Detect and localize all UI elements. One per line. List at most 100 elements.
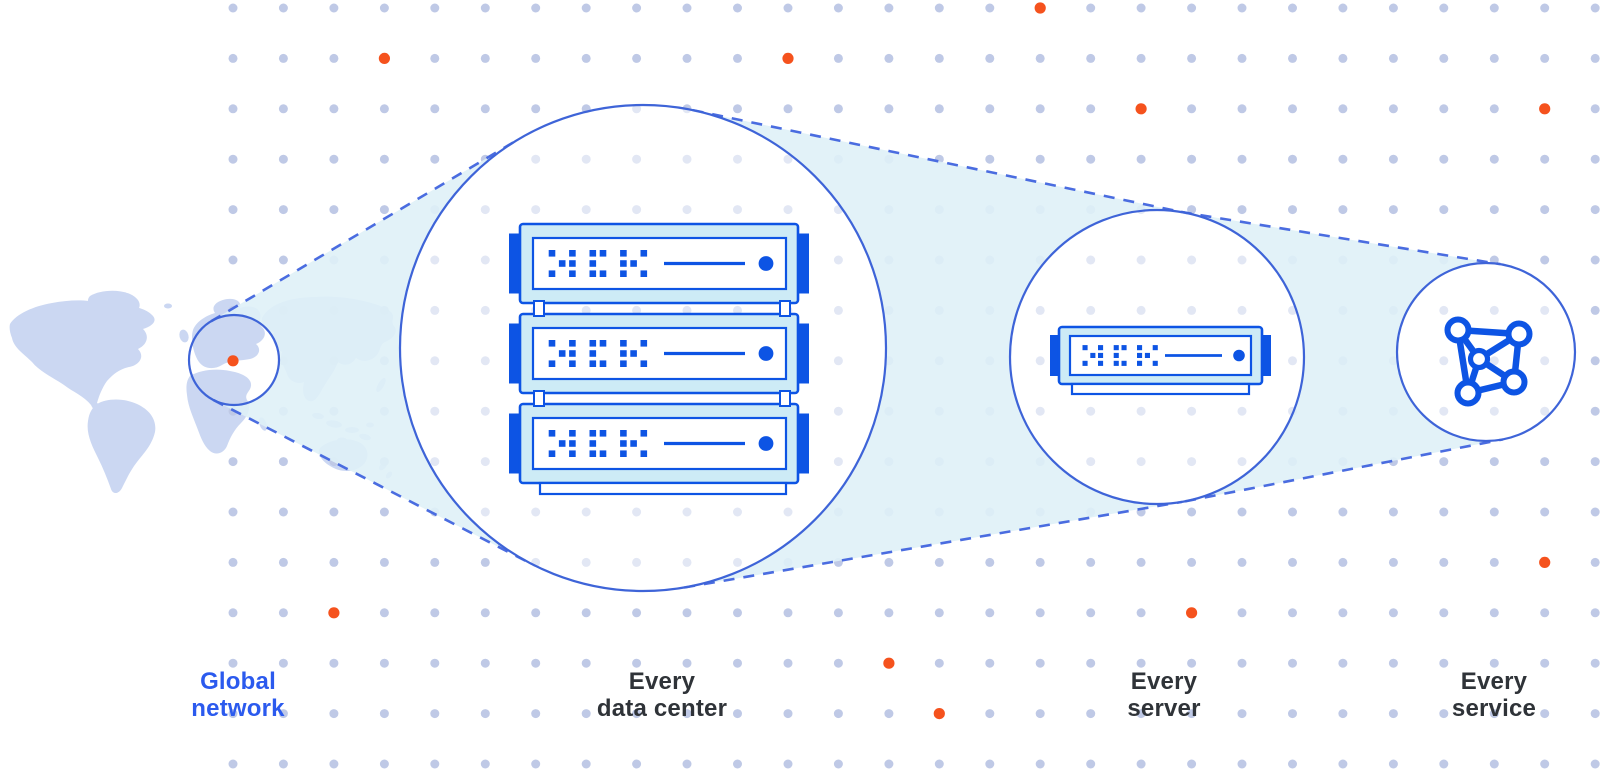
grid-dot <box>329 557 339 567</box>
accent-dot <box>1539 103 1551 115</box>
grid-dot <box>1388 658 1398 668</box>
led-square <box>620 340 627 347</box>
led-square <box>1098 345 1104 351</box>
grid-dot <box>1338 205 1348 215</box>
grid-dot <box>278 658 288 668</box>
grid-dot <box>1338 658 1348 668</box>
led-square <box>640 250 648 257</box>
grid-dot <box>1187 507 1197 517</box>
grid-dot <box>1288 709 1297 719</box>
label-line: Every <box>1460 668 1528 695</box>
grid-dot <box>884 3 894 13</box>
grid-dot <box>1590 154 1600 164</box>
grid-dot <box>278 507 288 517</box>
grid-dot <box>278 3 288 13</box>
zoom-dashed-line <box>1180 210 1501 266</box>
grid-dot <box>379 154 389 164</box>
grid-dot <box>1288 759 1297 769</box>
led-square <box>1121 345 1127 351</box>
grid-dot <box>1086 154 1096 164</box>
grid-dot <box>1540 154 1550 164</box>
grid-dot <box>1590 305 1600 315</box>
grid-dot <box>1489 154 1499 164</box>
grid-dot <box>1237 608 1247 618</box>
grid-dot <box>278 709 288 719</box>
grid-dot <box>1590 608 1600 618</box>
grid-dot <box>1540 759 1550 769</box>
grid-dot <box>1136 658 1146 668</box>
grid-dot <box>278 255 288 265</box>
grid-dot <box>1086 658 1096 668</box>
grid-dot <box>1136 608 1146 618</box>
grid-dot <box>1590 709 1600 719</box>
grid-dot <box>1338 53 1348 63</box>
grid-dot <box>1590 53 1600 63</box>
led-square <box>1113 360 1119 366</box>
led-square <box>558 440 566 447</box>
led-square <box>599 250 607 257</box>
server-stack <box>509 222 809 496</box>
grid-dot <box>985 709 995 719</box>
led-square <box>630 350 637 357</box>
grid-dot <box>1288 205 1297 215</box>
led-square <box>640 270 648 277</box>
led-square <box>589 270 597 277</box>
grid-dot <box>1187 658 1197 668</box>
grid-dot <box>1388 53 1398 63</box>
grid-dot <box>278 608 288 618</box>
grid-dot <box>985 759 995 769</box>
grid-dot <box>581 608 591 618</box>
led-square <box>620 360 627 367</box>
grid-dot <box>632 608 642 618</box>
stack-connector <box>533 390 545 407</box>
grid-dot <box>1086 709 1096 719</box>
grid-dot <box>1035 658 1045 668</box>
grid-dot <box>884 608 894 618</box>
grid-dot <box>1187 154 1197 164</box>
grid-dot <box>1288 104 1297 114</box>
grid-dot <box>1288 557 1297 567</box>
grid-dot <box>682 658 692 668</box>
grid-dot <box>228 457 238 467</box>
led-square <box>620 250 627 257</box>
grid-dot <box>329 759 339 769</box>
grid-dot <box>1388 3 1398 13</box>
grid-dot <box>1388 205 1398 215</box>
led-square <box>1082 345 1088 351</box>
server-unit <box>509 402 809 485</box>
led-square <box>620 270 627 277</box>
grid-dot <box>278 104 288 114</box>
grid-dot <box>1187 104 1197 114</box>
landmass <box>9 300 155 415</box>
led-square <box>589 260 597 267</box>
led-square <box>1098 352 1104 358</box>
grid-dot <box>733 759 742 769</box>
server-power-dot <box>758 346 774 361</box>
led-square <box>1098 360 1104 366</box>
label-line: Every <box>628 668 696 695</box>
grid-dot <box>934 658 944 668</box>
grid-dot <box>1035 709 1045 719</box>
led-square <box>589 360 597 367</box>
grid-dot <box>733 53 742 63</box>
grid-dot <box>1489 3 1499 13</box>
stage-circle-global-network <box>187 313 281 407</box>
grid-dot <box>1439 507 1449 517</box>
grid-dot <box>1489 557 1499 567</box>
led-square <box>1137 352 1143 358</box>
led-square <box>599 430 607 437</box>
server-side-tab <box>509 233 521 294</box>
led-square <box>569 430 576 437</box>
zoom-dashed-line <box>683 500 1183 589</box>
grid-dot <box>1590 557 1600 567</box>
led-square <box>599 360 607 367</box>
led-square <box>1090 352 1096 358</box>
led-square <box>640 450 648 457</box>
network-node <box>1454 379 1482 407</box>
grid-dot <box>1338 104 1348 114</box>
grid-dot <box>1187 759 1197 769</box>
grid-dot <box>531 53 541 63</box>
grid-dot <box>228 507 238 517</box>
